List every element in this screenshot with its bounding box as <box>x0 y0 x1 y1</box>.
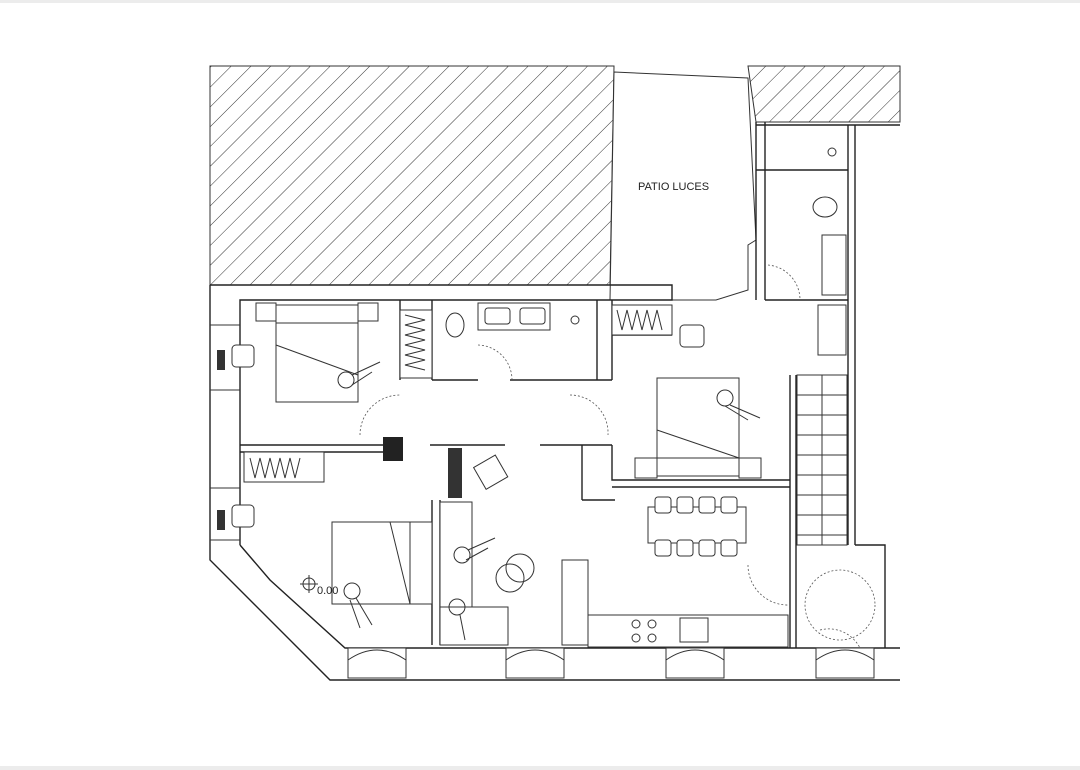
sofa <box>439 606 509 646</box>
bottom-windows <box>347 647 875 679</box>
desk-chair <box>231 344 255 368</box>
dining-chairs <box>654 496 738 557</box>
person-figure <box>453 537 496 564</box>
wardrobe-1 <box>243 451 325 483</box>
toilet-icon <box>445 312 465 338</box>
right-wall <box>755 122 900 648</box>
doors <box>359 264 861 649</box>
sink <box>484 307 511 325</box>
exterior-wall <box>209 284 900 681</box>
level-label: 0.00 <box>317 585 338 597</box>
wardrobe-2 <box>399 309 433 379</box>
cooktop <box>631 619 657 643</box>
bottom-border <box>0 766 1080 770</box>
patio-luces-label: PATIO LUCES <box>638 181 709 193</box>
tv-cabinet <box>448 448 462 498</box>
sink <box>519 307 546 325</box>
shower-icon <box>827 147 837 157</box>
kitchen-sink <box>679 617 709 643</box>
armchair <box>472 454 509 490</box>
person-figure <box>716 389 761 421</box>
bed-3 <box>331 521 411 605</box>
bed-3-fold <box>389 521 411 605</box>
left-wall-windows <box>210 324 240 541</box>
staircase <box>796 374 848 546</box>
desk <box>217 510 225 530</box>
bed-2-pillows <box>656 457 740 477</box>
wardrobe-3 <box>611 304 673 336</box>
desk-chair <box>679 324 705 348</box>
stool <box>495 563 525 593</box>
wardrobe-4 <box>817 304 847 356</box>
fridge <box>561 559 589 646</box>
level-marker: 0.00 <box>300 575 338 597</box>
bed-3-pillows <box>409 521 433 605</box>
person-figure <box>343 582 373 629</box>
desk <box>217 350 225 370</box>
cabinet <box>439 501 473 608</box>
nightstand <box>738 457 762 479</box>
bed-2-fold <box>656 429 740 459</box>
bed-2 <box>656 377 740 459</box>
nightstand <box>357 302 379 322</box>
bed-1-fold <box>275 344 359 376</box>
stool <box>505 553 535 583</box>
round-table <box>804 569 876 641</box>
nightstand <box>255 302 277 322</box>
bed-1-pillows <box>275 304 359 324</box>
tv-cabinet <box>383 437 403 461</box>
toilet-icon <box>812 196 838 218</box>
nightstand <box>634 457 658 479</box>
top-border <box>0 0 1080 3</box>
person-figure <box>337 361 381 389</box>
desk-chair <box>231 504 255 528</box>
person-figure <box>448 598 466 641</box>
sink <box>821 234 847 296</box>
shower-icon <box>570 315 580 325</box>
hatched-area-right <box>747 65 901 123</box>
hatched-area-left <box>209 65 615 286</box>
